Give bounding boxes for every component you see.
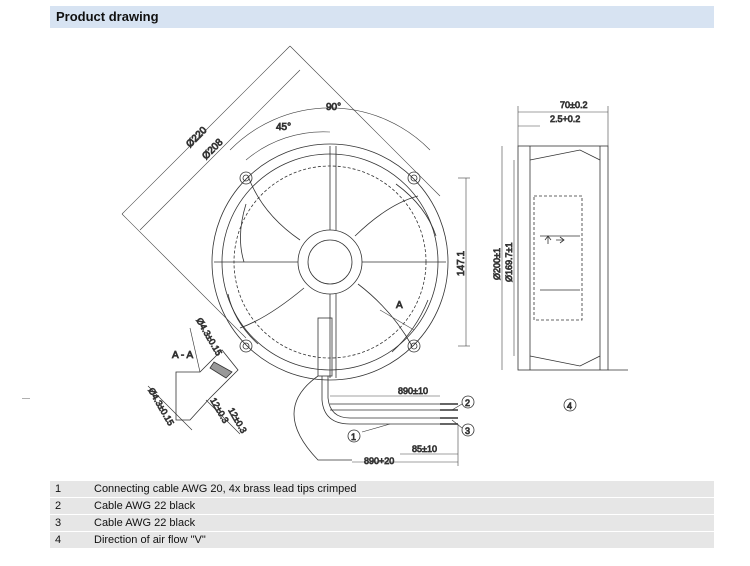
front-dimensions [121,45,470,466]
section-hatch [209,361,233,379]
blade [247,175,301,241]
dim-arc-90 [229,107,431,151]
legend-table: 1 Connecting cable AWG 20, 4x brass lead… [50,481,714,549]
dim-arc-45 [245,131,331,161]
side-hub [533,195,583,321]
callout-1-circle [347,429,361,443]
legend-number: 1 [55,483,62,495]
mounting-hole-inner [242,174,250,182]
airflow-arrow-icon [544,235,552,244]
dim-leader [205,399,241,435]
dim-extension [289,45,441,197]
dim-dia208-label: Ø208 [200,137,225,162]
dim-dia220-label: Ø220 [184,125,209,150]
callout-leader [451,403,463,411]
section-line [379,309,415,331]
callout-1-label: 1 [351,432,356,442]
section-profile [175,349,239,421]
legend-number: 2 [55,500,62,512]
blade-edge [240,203,247,263]
hub-inner [307,239,353,285]
hole-dim-top-label: Ø4.3±0.15 [194,316,224,357]
mounting-hole-inner [242,342,250,350]
dim-angle45-label: 45° [276,122,291,133]
blade [354,195,419,237]
callout-2-circle [461,395,475,409]
cable-85-label: 85±10 [412,444,437,454]
dim-line-dia220 [121,45,291,215]
mounting-hole-inner [410,174,418,182]
blade-edge [227,293,259,345]
legend-number: 3 [55,517,62,529]
dim-169-label: Ø169.7±1 [504,243,514,282]
cable-bundle [321,376,440,425]
section-mark-label: A [396,300,403,311]
cable-curve [293,375,352,461]
section-detail [147,327,241,435]
cable-890b-label: 890+20 [364,456,394,466]
blade [357,283,413,347]
legend-description: Direction of air flow "V" [94,534,206,546]
callout-leader [451,419,463,429]
legend-row: 1 Connecting cable AWG 20, 4x brass lead… [50,481,714,497]
side-flange-bottom [529,355,601,367]
dim-12b-label: 12±0.3 [226,406,248,435]
section-title: Product drawing [56,9,159,24]
legend-description: Cable AWG 22 black [94,500,196,512]
mounting-hole [407,171,421,185]
callout-leader [361,423,391,433]
dim-leader [147,385,193,431]
cable-exit [317,317,333,377]
margin-mark [22,398,30,399]
fan-front-view [211,143,458,461]
legend-number: 4 [55,534,62,546]
dim-angle90-label: 90° [326,102,341,113]
legend-row: 2 Cable AWG 22 black [50,498,714,514]
dim-extension [121,213,247,339]
legend-description: Cable AWG 22 black [94,517,196,529]
dim-leader [189,327,201,373]
cable-wire [327,376,440,419]
dim-2.5-label: 2.5+0.2 [550,114,580,124]
side-dimensions [501,106,609,370]
product-drawing: Ø220 Ø208 90° 45° 147.1 A A - A Ø4.3±0.1… [121,45,628,466]
section-header: Product drawing [50,6,714,28]
mounting-hole [239,339,253,353]
fan-side-view [517,145,628,371]
blade-edge [395,183,437,237]
callout-3-circle [461,423,475,437]
callout-4-circle [563,398,577,412]
mounting-hole [239,171,253,185]
callout-3-label: 3 [465,426,470,436]
blade [239,287,305,329]
section-title-label: A - A [172,350,193,361]
mounting-hole-inner [410,342,418,350]
cable-890a-label: 890±10 [398,386,428,396]
callout-4-label: 4 [567,401,572,411]
dim-line-dia208 [139,69,301,231]
hole-dim-bottom-label: Ø4.3±0.15 [146,386,176,427]
callout-2-label: 2 [465,398,470,408]
dim-200-label: Ø200±1 [492,248,502,280]
side-flange-top [529,149,601,161]
side-frame [517,145,609,371]
legend-row: 4 Direction of air flow "V" [50,532,714,548]
airflow-arrow-icon [556,236,565,244]
dim-70-label: 70±0.2 [560,100,587,110]
mounting-hole [407,339,421,353]
blade-edge [391,299,429,353]
frame-outer-ring [211,143,449,381]
legend-row: 3 Cable AWG 22 black [50,515,714,531]
dim-147-label: 147.1 [456,251,467,276]
legend-description: Connecting cable AWG 20, 4x brass lead t… [94,483,357,495]
